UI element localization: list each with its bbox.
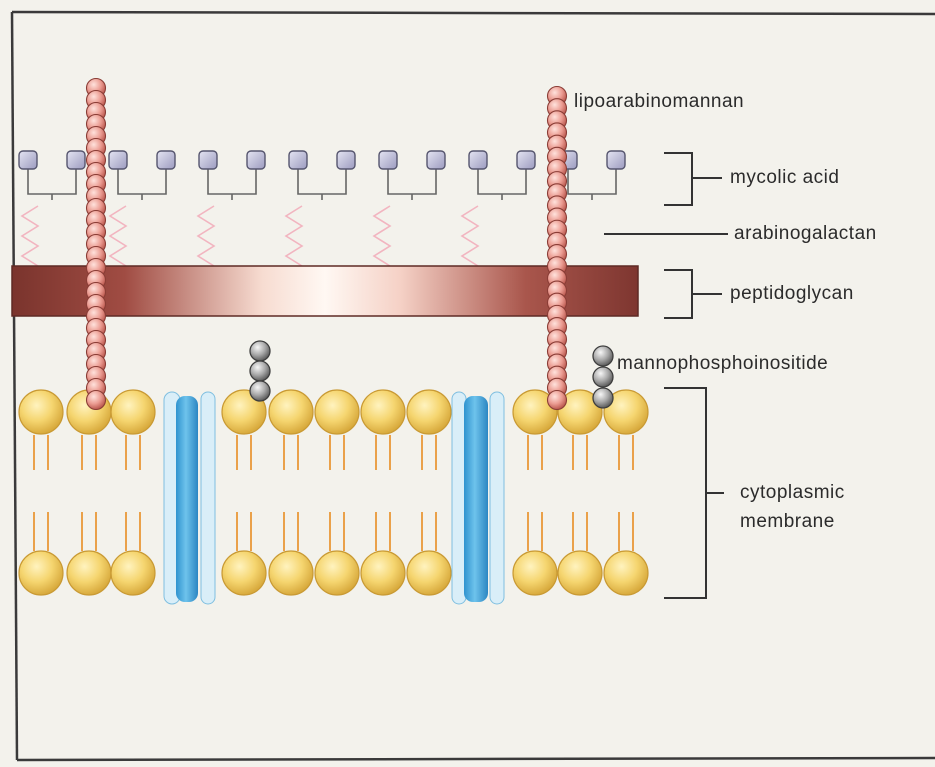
lipid-head	[222, 551, 266, 595]
mannophosphoinositide-bead	[593, 367, 613, 387]
mannophosphoinositide-bead	[250, 341, 270, 361]
lipid-head	[111, 551, 155, 595]
mycolic-acid-node	[247, 151, 265, 169]
label-peptidoglycan: peptidoglycan	[730, 284, 854, 303]
cytoplasmic-membrane-bilayer	[19, 390, 648, 595]
mycolic-acid-node	[337, 151, 355, 169]
lipid-head	[604, 551, 648, 595]
mycolic-acid-node	[607, 151, 625, 169]
mycolic-acid-node	[67, 151, 85, 169]
lipid-head	[269, 551, 313, 595]
arabinogalactan-strand	[462, 206, 478, 266]
arabinogalactan-strand	[198, 206, 214, 266]
lipid-head	[558, 551, 602, 595]
lipid-head	[269, 390, 313, 434]
mycolic-acid-layer	[19, 151, 625, 200]
arabinogalactan-strand	[22, 206, 38, 266]
figure-frame	[12, 12, 935, 760]
label-mannophosphoinositide: mannophosphoinositide	[617, 354, 828, 373]
lipoarabinomannan-bead	[548, 391, 567, 410]
mannophosphoinositide-bead	[593, 346, 613, 366]
lipid-head	[67, 551, 111, 595]
lipid-head	[19, 551, 63, 595]
mycolic-acid-node	[469, 151, 487, 169]
mannophosphoinositide-bead	[593, 388, 613, 408]
lipid-head	[513, 551, 557, 595]
lipid-head	[407, 551, 451, 595]
peptidoglycan-bracket	[664, 270, 722, 318]
membrane-protein-right	[452, 392, 504, 604]
lipid-head	[361, 551, 405, 595]
mycolic-acid-bracket	[664, 153, 722, 205]
label-mycolic-acid: mycolic acid	[730, 168, 839, 187]
arabinogalactan-strand	[286, 206, 302, 266]
cytoplasmic-membrane-bracket	[664, 388, 724, 598]
label-lipoarabinomannan: lipoarabinomannan	[574, 92, 744, 111]
mycolic-acid-node	[379, 151, 397, 169]
mycolic-acid-node	[199, 151, 217, 169]
mycolic-acid-node	[19, 151, 37, 169]
mycolic-acid-node	[517, 151, 535, 169]
lipid-head	[19, 390, 63, 434]
lipid-head	[361, 390, 405, 434]
mycolic-acid-node	[427, 151, 445, 169]
lipid-head	[315, 551, 359, 595]
arabinogalactan-strand	[110, 206, 126, 266]
lipoarabinomannan-bead	[87, 391, 106, 410]
label-brackets	[604, 153, 728, 598]
lipid-head	[315, 390, 359, 434]
mannophosphoinositide-bead	[250, 361, 270, 381]
lipoarabinomannan-chains	[87, 79, 567, 410]
membrane-protein-left	[164, 392, 215, 604]
mycolic-acid-node	[157, 151, 175, 169]
label-membrane: membrane	[740, 512, 835, 531]
label-cytoplasmic: cytoplasmic	[740, 483, 845, 502]
lipid-head	[111, 390, 155, 434]
mycolic-acid-node	[289, 151, 307, 169]
arabinogalactan-strand	[374, 206, 390, 266]
label-arabinogalactan: arabinogalactan	[734, 224, 877, 243]
mannophosphoinositide-bead	[250, 381, 270, 401]
mycolic-acid-node	[109, 151, 127, 169]
lipid-head	[407, 390, 451, 434]
